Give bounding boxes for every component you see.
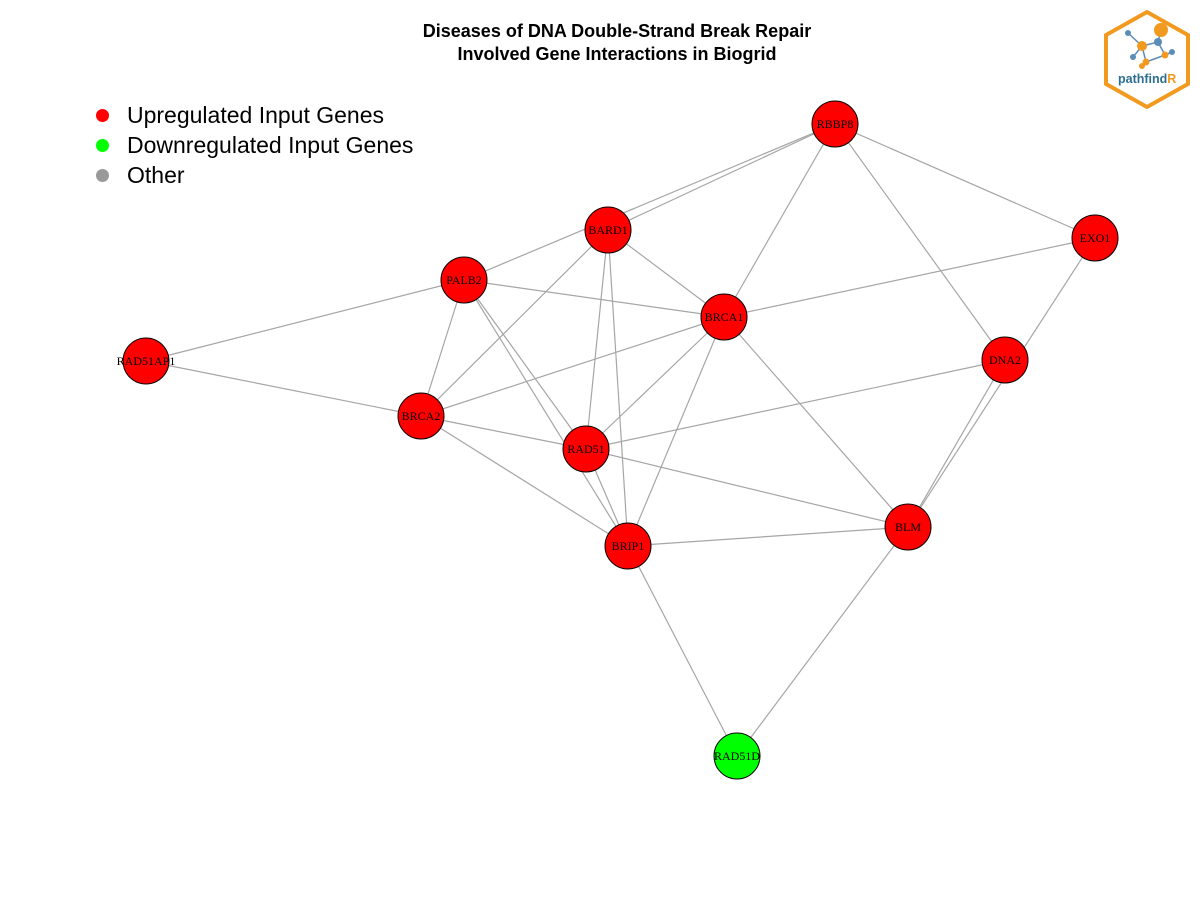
legend-dot-other xyxy=(96,168,109,182)
edge-rbbp8-dna2 xyxy=(834,123,1006,361)
edge-palb2-rad51ap1 xyxy=(145,279,465,362)
logo-text-main: pathfind xyxy=(1118,72,1167,86)
edge-palb2-rad51 xyxy=(463,279,587,450)
legend-label-other: Other xyxy=(127,161,185,188)
node-label: BRCA2 xyxy=(402,409,441,423)
node-dna2: DNA2 xyxy=(981,336,1029,384)
edge-palb2-brca1 xyxy=(463,279,725,318)
node-rad51ap1: RAD51AP1 xyxy=(117,337,176,385)
node-brip1: BRIP1 xyxy=(604,522,652,570)
legend: Upregulated Input Genes Downregulated In… xyxy=(96,100,413,190)
node-label: RAD51AP1 xyxy=(117,354,176,368)
node-bard1: BARD1 xyxy=(584,206,632,254)
edge-brca2-brip1 xyxy=(420,415,629,547)
edge-brca1-brip1 xyxy=(627,316,725,547)
node-palb2: PALB2 xyxy=(440,256,488,304)
edge-layer xyxy=(145,123,1096,757)
node-circle xyxy=(981,336,1029,384)
node-circle xyxy=(604,522,652,570)
title-line-2: Involved Gene Interactions in Biogrid xyxy=(457,44,777,64)
edge-rbbp8-bard1 xyxy=(607,123,836,231)
pathfindr-logo: pathfindR xyxy=(1104,9,1190,110)
edge-rbbp8-exo1 xyxy=(834,123,1096,239)
node-rbbp8: RBBP8 xyxy=(811,100,859,148)
legend-label-downregulated: Downregulated Input Genes xyxy=(127,131,414,158)
svg-text:pathfindR: pathfindR xyxy=(1118,72,1176,86)
node-label: RAD51 xyxy=(567,442,604,456)
node-circle xyxy=(1071,214,1119,262)
node-label: BLM xyxy=(895,520,921,534)
node-circle xyxy=(440,256,488,304)
edge-brca1-blm xyxy=(723,316,909,528)
edge-dna2-rad51 xyxy=(585,359,1006,450)
node-label: BARD1 xyxy=(588,223,627,237)
edge-rad51-blm xyxy=(585,448,909,528)
edge-bard1-brip1 xyxy=(607,229,629,547)
node-blm: BLM xyxy=(884,503,932,551)
chart-title: Diseases of DNA Double-Strand Break Repa… xyxy=(0,20,1200,66)
edge-brip1-rad51d xyxy=(627,545,738,757)
node-circle xyxy=(562,425,610,473)
edge-bard1-brca1 xyxy=(607,229,725,318)
edge-blm-rad51d xyxy=(736,526,909,757)
legend-item-downregulated: Downregulated Input Genes xyxy=(96,130,413,160)
logo-text-accent: R xyxy=(1167,72,1176,86)
legend-label-upregulated: Upregulated Input Genes xyxy=(127,101,385,128)
node-label: DNA2 xyxy=(989,353,1021,367)
node-circle xyxy=(584,206,632,254)
node-circle xyxy=(122,337,170,385)
edge-brca2-rad51 xyxy=(420,415,587,450)
edge-rbbp8-brca1 xyxy=(723,123,836,318)
node-label: RBBP8 xyxy=(817,117,854,131)
node-label: BRIP1 xyxy=(612,539,645,553)
node-label: EXO1 xyxy=(1080,231,1111,245)
edge-brca1-rad51 xyxy=(585,316,725,450)
edge-rad51ap1-brca2 xyxy=(145,360,422,417)
node-label: RAD51D xyxy=(714,749,760,763)
node-circle xyxy=(811,100,859,148)
node-circle xyxy=(397,392,445,440)
edge-palb2-brca2 xyxy=(420,279,465,417)
legend-dot-upregulated xyxy=(96,108,109,122)
edge-exo1-brca1 xyxy=(723,237,1096,318)
node-label: PALB2 xyxy=(446,273,482,287)
legend-item-upregulated: Upregulated Input Genes xyxy=(96,100,413,130)
node-brca2: BRCA2 xyxy=(397,392,445,440)
edge-dna2-blm xyxy=(907,359,1006,528)
edge-brca1-brca2 xyxy=(420,316,725,417)
edge-bard1-brca2 xyxy=(420,229,609,417)
node-exo1: EXO1 xyxy=(1071,214,1119,262)
edge-brip1-blm xyxy=(627,526,909,547)
legend-item-other: Other xyxy=(96,160,413,190)
edge-rbbp8-palb2 xyxy=(463,123,836,281)
node-rad51d: RAD51D xyxy=(713,732,761,780)
legend-dot-downregulated xyxy=(96,138,109,152)
title-line-1: Diseases of DNA Double-Strand Break Repa… xyxy=(422,21,812,41)
node-circle xyxy=(700,293,748,341)
node-label: BRCA1 xyxy=(705,310,744,324)
node-circle xyxy=(884,503,932,551)
node-circle xyxy=(713,732,761,780)
node-brca1: BRCA1 xyxy=(700,293,748,341)
node-rad51: RAD51 xyxy=(562,425,610,473)
edge-palb2-brip1 xyxy=(463,279,629,547)
edge-bard1-rad51 xyxy=(585,229,609,450)
